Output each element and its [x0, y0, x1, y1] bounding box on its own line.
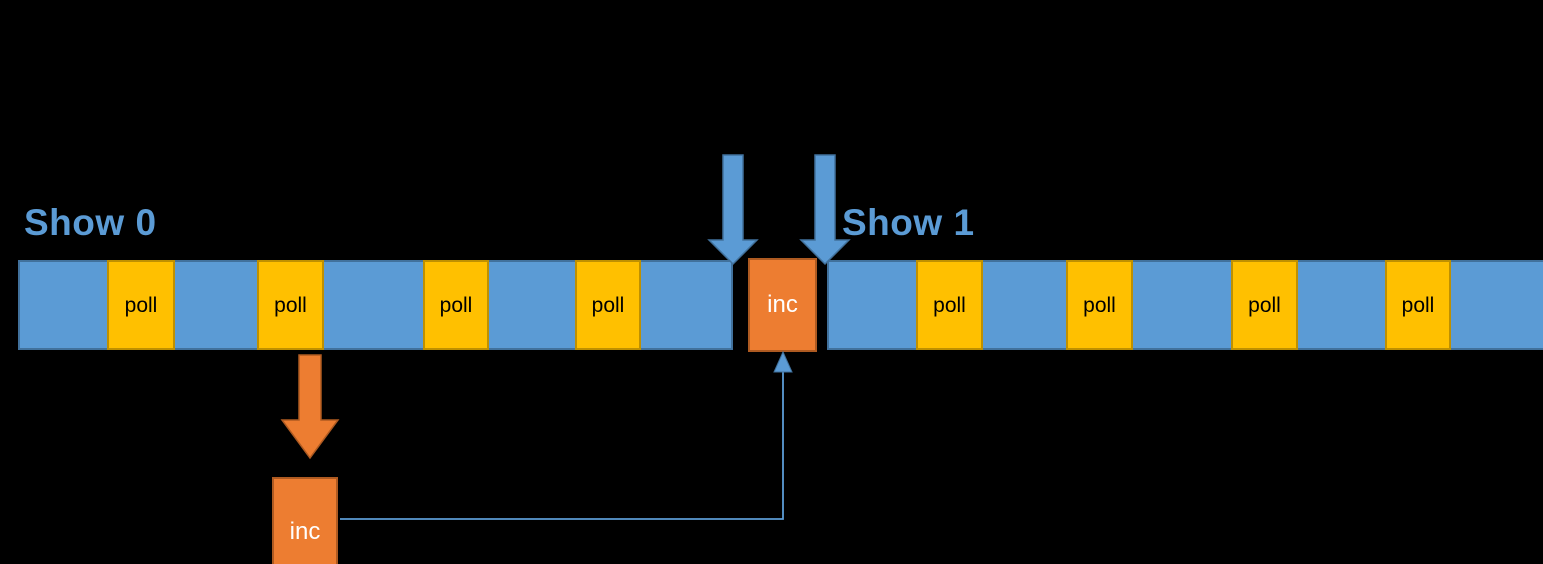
- poll-block[interactable]: poll: [1066, 260, 1133, 350]
- poll-block[interactable]: poll: [916, 260, 983, 350]
- frame-boundary-arrow-0-icon: [707, 154, 759, 266]
- poll-block[interactable]: poll: [423, 260, 489, 350]
- label-show-1: Show 1: [842, 202, 975, 243]
- deferred-inc-connector: [340, 350, 793, 520]
- inc-box-deferred[interactable]: inc: [272, 477, 338, 564]
- poll-block[interactable]: poll: [1231, 260, 1298, 350]
- label-show-0: Show 0: [24, 202, 157, 243]
- poll-block[interactable]: poll: [257, 260, 324, 350]
- inc-box-inline[interactable]: inc: [748, 258, 817, 352]
- poll-block[interactable]: poll: [107, 260, 175, 350]
- poll-block[interactable]: poll: [575, 260, 641, 350]
- poll-to-inc-arrow-icon: [280, 354, 340, 460]
- poll-block[interactable]: poll: [1385, 260, 1451, 350]
